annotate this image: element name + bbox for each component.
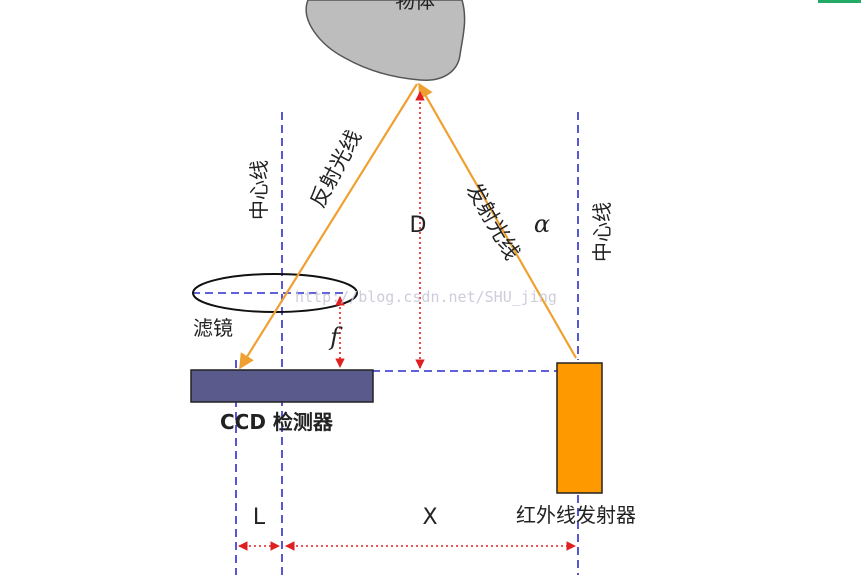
ccd-detector <box>190 369 374 403</box>
emitted-ray <box>418 82 577 359</box>
baseline-l-label: L <box>253 505 266 530</box>
focal-f-label: f <box>328 323 343 351</box>
object-shape <box>305 0 466 81</box>
angle-alpha-label: α <box>534 210 550 238</box>
top-accent-bar <box>818 0 861 3</box>
distance-d-label: D <box>410 213 427 238</box>
center-line-right-label: 中心线 <box>590 202 614 262</box>
ccd-detector-label: CCD 检测器 <box>220 410 334 434</box>
ir-emitter <box>556 362 603 494</box>
ir-emitter-label: 红外线发射器 <box>516 503 636 527</box>
filter-label: 滤镜 <box>193 316 233 340</box>
center-line-left-label: 中心线 <box>247 160 271 220</box>
emitted-ray-label: 发射光线 <box>462 179 525 264</box>
object-label: 物体 <box>395 0 435 13</box>
reflected-ray <box>239 83 418 370</box>
watermark: http://blog.csdn.net/SHU_jing <box>295 288 557 306</box>
reflected-ray-label: 反射光线 <box>306 126 367 211</box>
offset-x-label: X <box>422 505 437 530</box>
